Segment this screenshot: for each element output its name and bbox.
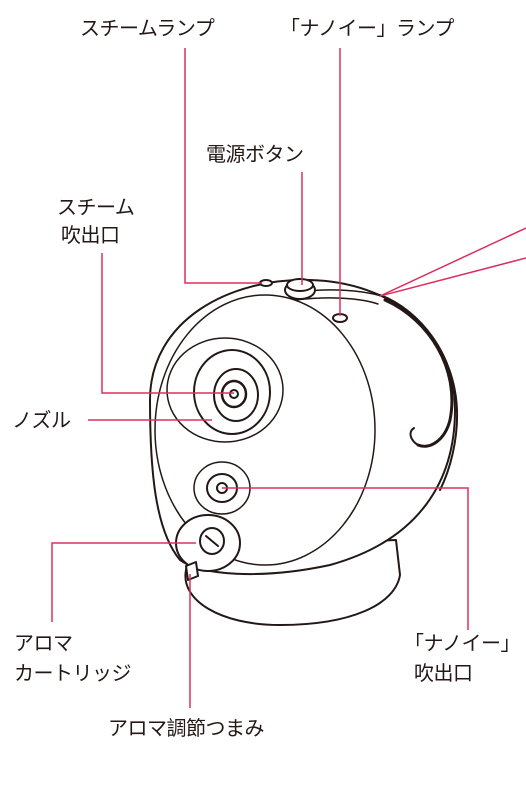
label-steam-lamp: スチームランプ bbox=[80, 16, 215, 40]
leader-nanoe-outlet bbox=[222, 487, 469, 630]
label-power-button: 電源ボタン bbox=[206, 142, 304, 166]
label-nozzle: ノズル bbox=[12, 408, 71, 432]
aroma-dial bbox=[185, 561, 199, 581]
label-nanoe-lamp: 「ナノイー」ランプ bbox=[280, 16, 454, 40]
label-nanoe-outlet-1: 「ナノイー」 bbox=[404, 631, 521, 655]
leader-lines bbox=[51, 48, 526, 708]
leader-steam-lamp bbox=[184, 48, 262, 284]
side-housing bbox=[379, 294, 459, 491]
leader-aroma-cartridge bbox=[51, 542, 196, 622]
leader-offscreen-a bbox=[379, 227, 526, 297]
label-aroma-cartridge-2: カートリッジ bbox=[14, 661, 132, 685]
handle bbox=[383, 298, 454, 448]
leader-steam-outlet bbox=[101, 253, 234, 394]
label-aroma-cartridge-1: アロマ bbox=[14, 631, 73, 655]
label-aroma-dial: アロマ調節つまみ bbox=[108, 716, 265, 740]
leader-offscreen-b bbox=[379, 257, 526, 297]
label-nanoe-outlet-2: 吹出口 bbox=[414, 661, 473, 685]
label-steam-outlet-1: スチーム bbox=[57, 195, 135, 219]
label-steam-outlet-2: 吹出口 bbox=[61, 223, 120, 247]
